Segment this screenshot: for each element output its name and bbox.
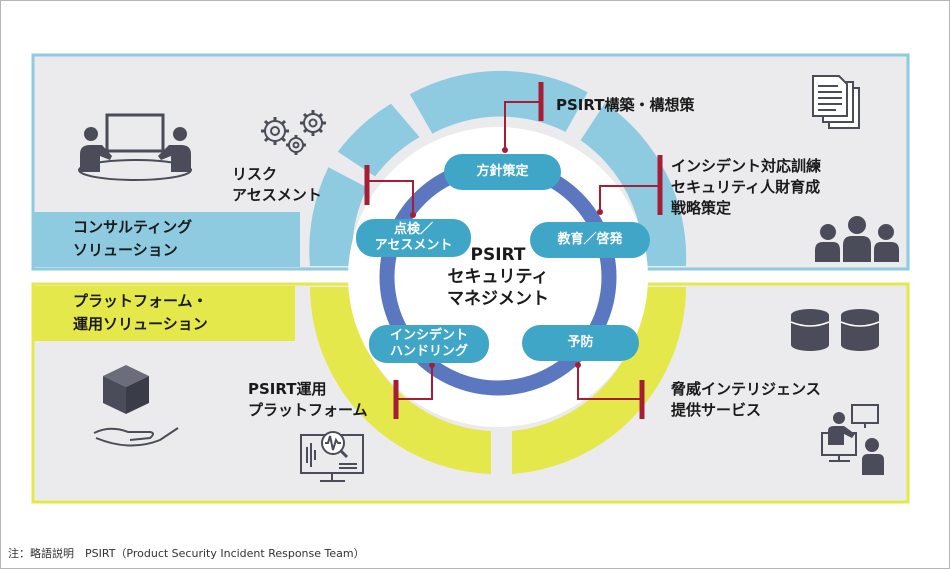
operators-icon: [821, 404, 884, 475]
platform-solution-label: プラットフォーム・ 運用ソリューション: [73, 290, 208, 336]
service-psirt-build-line1: PSIRT構築・構想策: [556, 96, 695, 114]
step-policy-label: 方針策定: [476, 164, 529, 179]
outer-ring-segment-bottom-left: [310, 287, 491, 474]
service-training-line2: セキュリティ人財育成: [671, 178, 821, 196]
platform-band: [33, 286, 295, 341]
service-ops-platform: PSIRT運用 プラットフォーム: [248, 379, 368, 421]
center-title-line3: マネジメント: [447, 289, 549, 309]
connector-threat-intel: [575, 362, 645, 419]
step-policy: 方針策定: [444, 154, 561, 190]
outer-ring-segment-right: [580, 103, 687, 266]
service-ops-platform-line1: PSIRT運用: [248, 380, 327, 398]
database-icon: [790, 309, 880, 351]
documents-icon: [812, 75, 860, 129]
consulting-label-line1: コンサルティング: [73, 218, 193, 236]
consulting-label-line2: ソリューション: [73, 241, 178, 259]
connector-psirt-build: [502, 82, 544, 153]
step-incident-handling: インシデント ハンドリング: [369, 325, 489, 363]
service-threat-intel-line1: 脅威インテリジェンス: [671, 380, 821, 398]
step-inspection-line1: 点検／: [393, 222, 433, 237]
service-threat-intel-line2: 提供サービス: [671, 401, 762, 419]
center-title-line1: PSIRT: [470, 245, 526, 265]
outer-ring-segment-bottom-right: [512, 287, 686, 474]
outer-ring-segment-top-left: [337, 103, 420, 177]
step-prevention-label: 予防: [567, 335, 594, 350]
step-inspection-line2: アセスメント: [374, 238, 453, 253]
platform-label-line1: プラットフォーム・: [73, 292, 208, 310]
service-psirt-build: PSIRT構築・構想策: [556, 95, 695, 116]
center-title: PSIRT セキュリティ マネジメント: [423, 244, 573, 310]
service-training-line1: インシデント対応訓練: [671, 157, 822, 175]
step-prevention: 予防: [522, 325, 639, 361]
center-title-line2: セキュリティ: [447, 267, 549, 287]
cube-in-hand-icon: [93, 365, 179, 447]
footnote: 注：略語説明 PSIRT（Product Security Incident R…: [8, 547, 365, 560]
gears-icon: [261, 110, 326, 155]
connector-ops-platform: [393, 362, 435, 419]
consulting-solution-label: コンサルティング ソリューション: [73, 216, 192, 262]
platform-label-line2: 運用ソリューション: [73, 315, 208, 333]
connector-training: [597, 155, 663, 215]
monitor-analysis-icon: [300, 431, 364, 482]
service-risk-assessment: リスク アセスメント: [232, 164, 322, 206]
step-education: 教育／啓発: [530, 222, 650, 258]
service-risk-line1: リスク: [232, 165, 278, 183]
step-education-label: 教育／啓発: [557, 232, 623, 247]
service-training-line3: 戦略策定: [671, 199, 732, 217]
step-inspection: 点検／ アセスメント: [356, 219, 471, 257]
team-icon: [815, 216, 899, 262]
service-risk-line2: アセスメント: [232, 186, 322, 204]
step-incident-handling-line2: ハンドリング: [389, 344, 468, 359]
connector-risk: [364, 165, 416, 218]
outer-ring-segment-left: [309, 167, 368, 266]
service-ops-platform-line2: プラットフォーム: [248, 401, 368, 419]
meeting-icon: [78, 113, 192, 181]
service-threat-intel: 脅威インテリジェンス 提供サービス: [671, 379, 821, 421]
step-incident-handling-line1: インシデント: [389, 328, 468, 343]
service-training: インシデント対応訓練 セキュリティ人財育成 戦略策定: [671, 156, 821, 219]
consulting-band: [33, 212, 300, 267]
